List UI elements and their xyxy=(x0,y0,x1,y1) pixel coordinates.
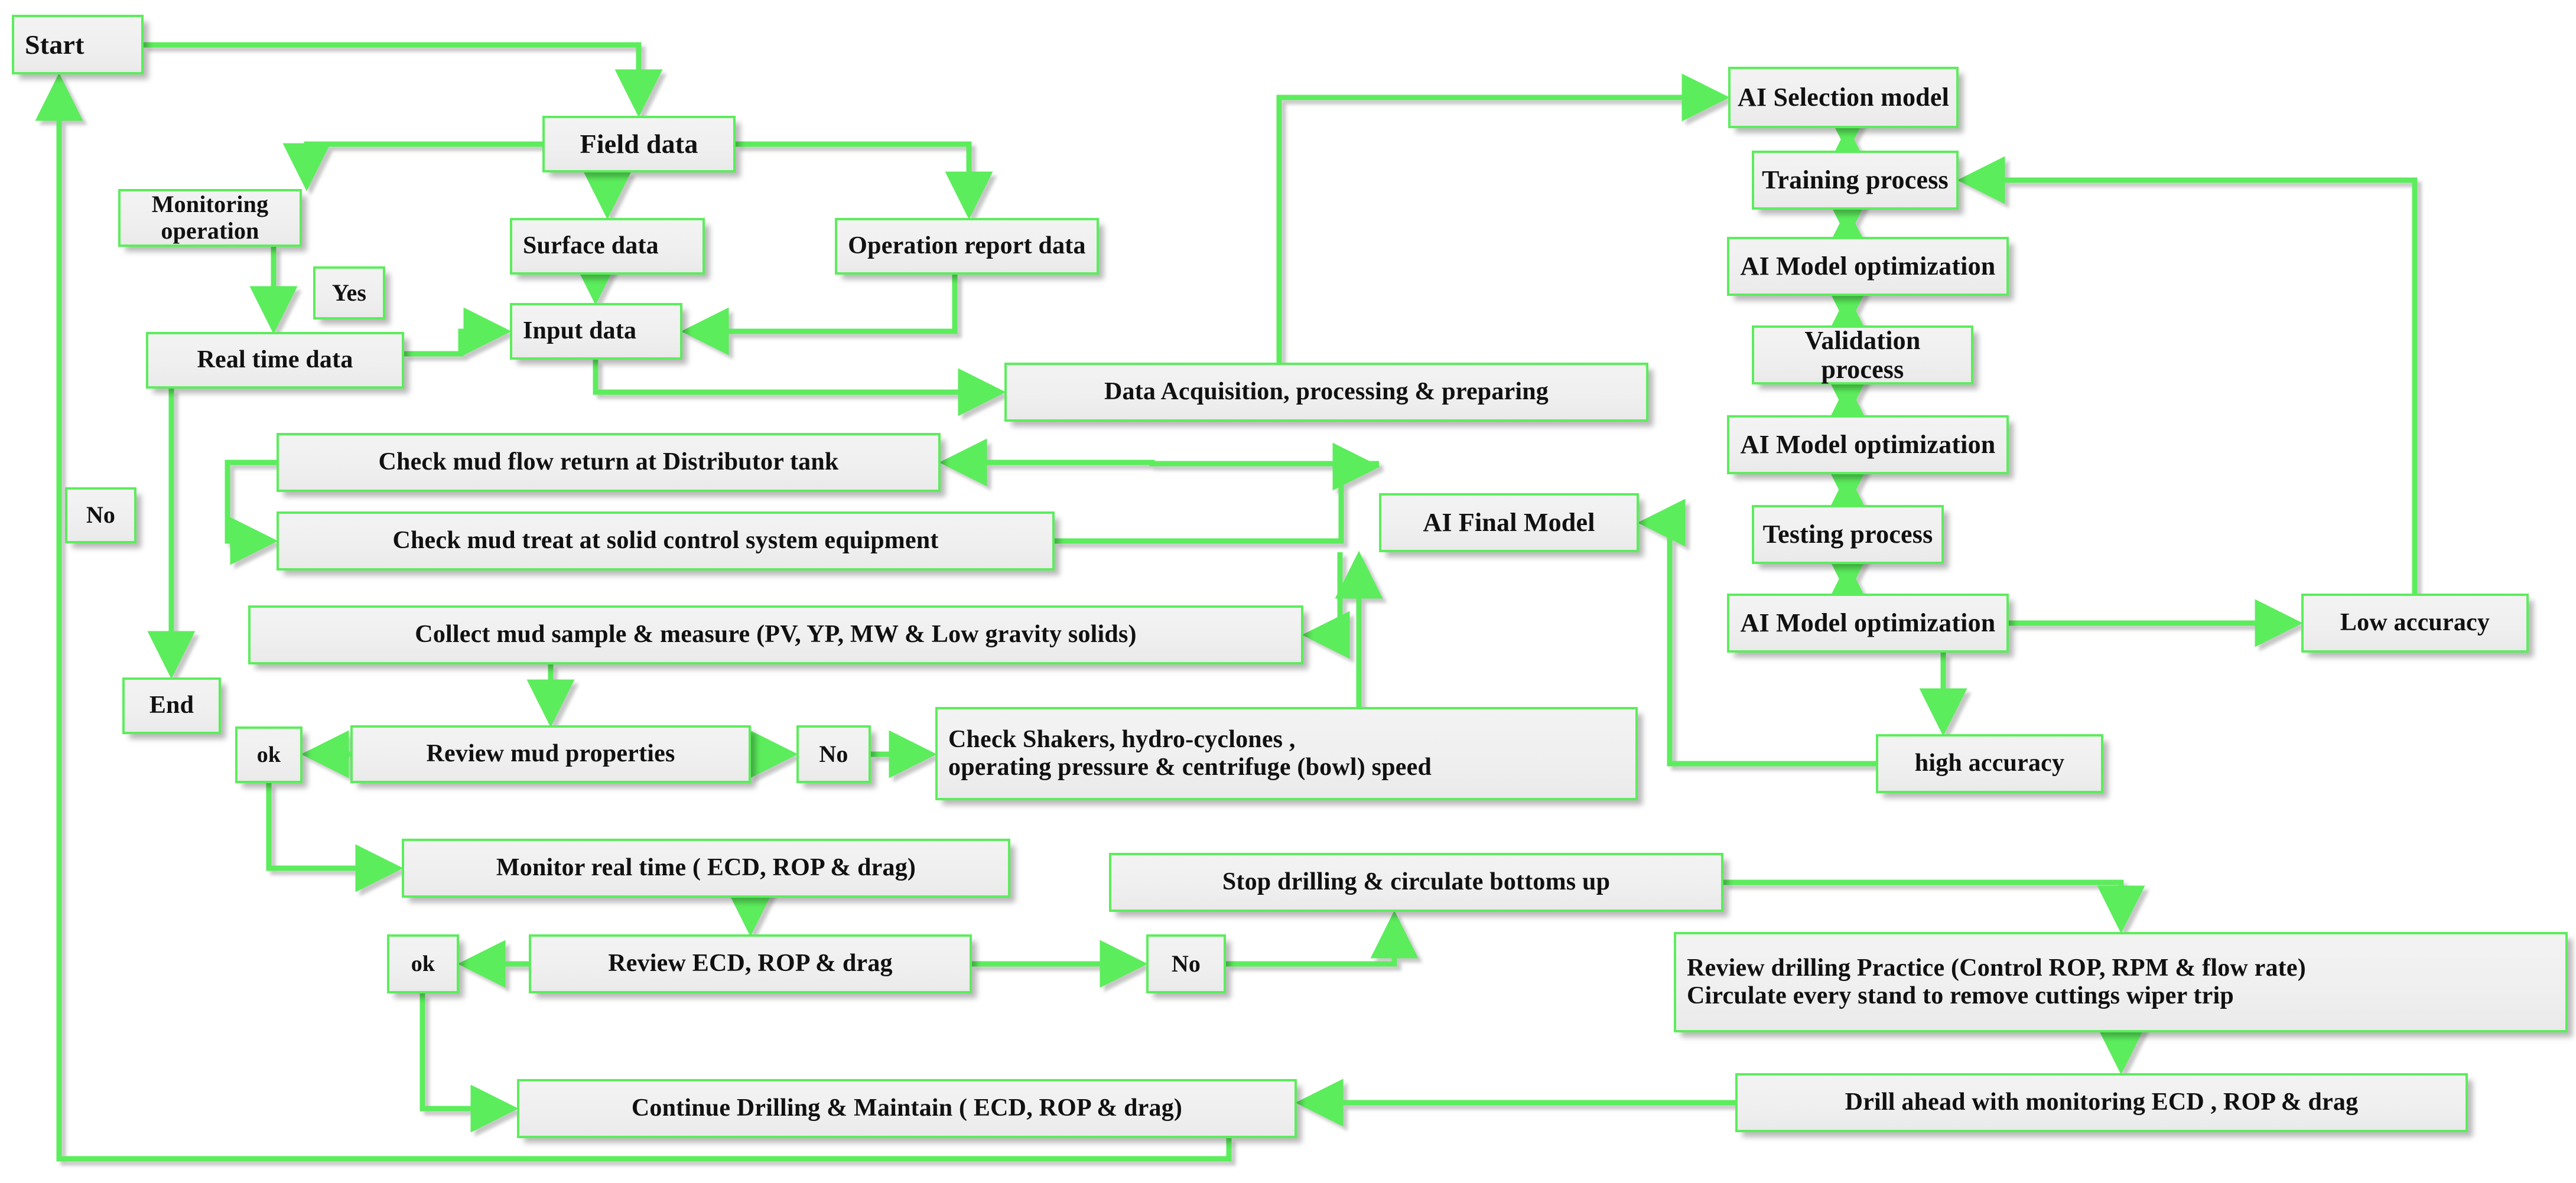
node-label-no_left: No xyxy=(86,501,116,529)
node-review_ecd[interactable]: Review ECD, ROP & drag xyxy=(529,934,972,993)
node-label-collect_mud: Collect mud sample & measure (PV, YP, MW… xyxy=(415,621,1137,648)
node-label-stop_drill: Stop drilling & circulate bottoms up xyxy=(1222,868,1611,896)
edge-opreport-input xyxy=(681,275,958,356)
node-label-check_flow: Check mud flow return at Distributor tan… xyxy=(378,448,839,476)
node-label-data_acq: Data Acquisition, processing & preparing xyxy=(1104,378,1549,406)
node-check_shakers[interactable]: Check Shakers, hydro-cyclones , operatin… xyxy=(935,707,1638,800)
node-data_acq[interactable]: Data Acquisition, processing & preparing xyxy=(1004,363,1648,422)
edge-checktreat-aifinal xyxy=(1055,442,1381,544)
node-no_left[interactable]: No xyxy=(65,487,136,543)
node-validation[interactable]: Validation process xyxy=(1752,325,1973,384)
edge-no-stopdrilling xyxy=(1226,910,1419,967)
edge-okecd-continuedrill xyxy=(419,993,519,1133)
node-label-drill_ahead: Drill ahead with monitoring ECD , ROP & … xyxy=(1845,1089,2359,1116)
node-opt1[interactable]: AI Model optimization xyxy=(1727,237,2009,296)
node-label-review_prac: Review drilling Practice (Control ROP, R… xyxy=(1687,954,2306,1009)
node-label-training: Training process xyxy=(1762,165,1949,195)
node-label-opt2: AI Model optimization xyxy=(1740,430,1996,459)
node-opt3[interactable]: AI Model optimization xyxy=(1727,594,2009,653)
node-label-ai_final: AI Final Model xyxy=(1423,508,1595,537)
edge-field-monitoring xyxy=(282,141,542,191)
node-end[interactable]: End xyxy=(122,677,221,734)
node-realtime[interactable]: Real time data xyxy=(146,332,404,389)
node-low_acc[interactable]: Low accuracy xyxy=(2301,594,2529,653)
node-label-high_acc: high accuracy xyxy=(1914,749,2065,777)
edge-highaccuracy-aifinal xyxy=(1637,498,1876,767)
node-stop_drill[interactable]: Stop drilling & circulate bottoms up xyxy=(1109,853,1723,912)
node-label-monitoring: Monitoring operation xyxy=(151,191,269,244)
edge-realtime-input xyxy=(404,307,512,357)
node-label-review_ecd: Review ECD, ROP & drag xyxy=(608,950,893,977)
node-label-yes: Yes xyxy=(331,279,367,306)
node-collect_mud[interactable]: Collect mud sample & measure (PV, YP, MW… xyxy=(248,605,1303,664)
node-review_prac[interactable]: Review drilling Practice (Control ROP, R… xyxy=(1674,932,2568,1032)
node-field_data[interactable]: Field data xyxy=(542,116,736,172)
node-label-testing: Testing process xyxy=(1762,520,1933,549)
node-label-low_acc: Low accuracy xyxy=(2340,609,2490,637)
node-start[interactable]: Start xyxy=(12,15,144,74)
node-label-check_treat: Check mud treat at solid control system … xyxy=(392,527,939,555)
node-drill_ahead[interactable]: Drill ahead with monitoring ECD , ROP & … xyxy=(1735,1073,2468,1132)
edge-input-dataacq xyxy=(593,360,1006,416)
edge-checkflow-checktreat xyxy=(225,459,278,565)
node-label-opt3: AI Model optimization xyxy=(1740,608,1996,638)
node-label-realtime: Real time data xyxy=(197,346,353,374)
node-label-ok_ecd: ok xyxy=(411,951,435,976)
node-monitor_rt[interactable]: Monitor real time ( ECD, ROP & drag) xyxy=(402,839,1010,898)
node-label-field_data: Field data xyxy=(580,129,698,159)
node-label-opt1: AI Model optimization xyxy=(1740,252,1996,281)
node-review_mud[interactable]: Review mud properties xyxy=(350,725,751,783)
node-no_ecd[interactable]: No xyxy=(1146,934,1226,993)
node-label-surface_data: Surface data xyxy=(523,232,659,260)
node-label-op_report: Operation report data xyxy=(848,232,1086,260)
edge-field-opreport xyxy=(736,141,993,220)
node-training[interactable]: Training process xyxy=(1752,151,1959,210)
node-ai_select[interactable]: AI Selection model xyxy=(1728,67,1959,128)
node-high_acc[interactable]: high accuracy xyxy=(1876,734,2103,793)
node-label-ai_select: AI Selection model xyxy=(1737,83,1949,112)
node-op_report[interactable]: Operation report data xyxy=(835,218,1099,275)
node-input_data[interactable]: Input data xyxy=(510,303,682,360)
edge-stopdrilling-reviewprac xyxy=(1723,879,2145,934)
node-label-start: Start xyxy=(25,29,84,60)
node-label-no_mud: No xyxy=(819,740,848,767)
node-label-input_data: Input data xyxy=(523,317,637,345)
node-label-monitor_rt: Monitor real time ( ECD, ROP & drag) xyxy=(496,854,916,882)
node-ok_mud[interactable]: ok xyxy=(235,726,303,783)
edge-aifinal-collectmud xyxy=(1302,552,1350,659)
node-no_mud[interactable]: No xyxy=(796,725,871,783)
edge-ok-monitorrt xyxy=(266,783,404,892)
node-check_flow[interactable]: Check mud flow return at Distributor tan… xyxy=(277,433,941,492)
node-yes[interactable]: Yes xyxy=(313,266,385,320)
edge-dataacq-aiselect xyxy=(1276,73,1730,363)
node-label-ok_mud: ok xyxy=(256,742,281,767)
node-label-review_mud: Review mud properties xyxy=(426,740,675,768)
edge-continuedrill-start xyxy=(35,73,1232,1162)
node-label-continue_drill: Continue Drilling & Maintain ( ECD, ROP … xyxy=(631,1094,1183,1122)
node-surface_data[interactable]: Surface data xyxy=(510,218,705,275)
edge-aifinal-checkflow xyxy=(939,438,1379,487)
node-monitoring[interactable]: Monitoring operation xyxy=(118,189,302,247)
node-ok_ecd[interactable]: ok xyxy=(387,934,459,993)
node-continue_drill[interactable]: Continue Drilling & Maintain ( ECD, ROP … xyxy=(517,1079,1297,1138)
node-label-check_shakers: Check Shakers, hydro-cyclones , operatin… xyxy=(948,725,1432,781)
edge-lowaccuracy-training xyxy=(1957,156,2418,594)
node-testing[interactable]: Testing process xyxy=(1752,505,1944,564)
node-ai_final[interactable]: AI Final Model xyxy=(1379,493,1639,552)
node-label-validation: Validation process xyxy=(1804,325,1921,384)
edge-start-field-data xyxy=(144,42,663,118)
node-check_treat[interactable]: Check mud treat at solid control system … xyxy=(277,511,1055,571)
node-opt2[interactable]: AI Model optimization xyxy=(1727,415,2009,474)
node-label-no_ecd: No xyxy=(1171,950,1201,977)
node-label-end: End xyxy=(149,692,194,719)
